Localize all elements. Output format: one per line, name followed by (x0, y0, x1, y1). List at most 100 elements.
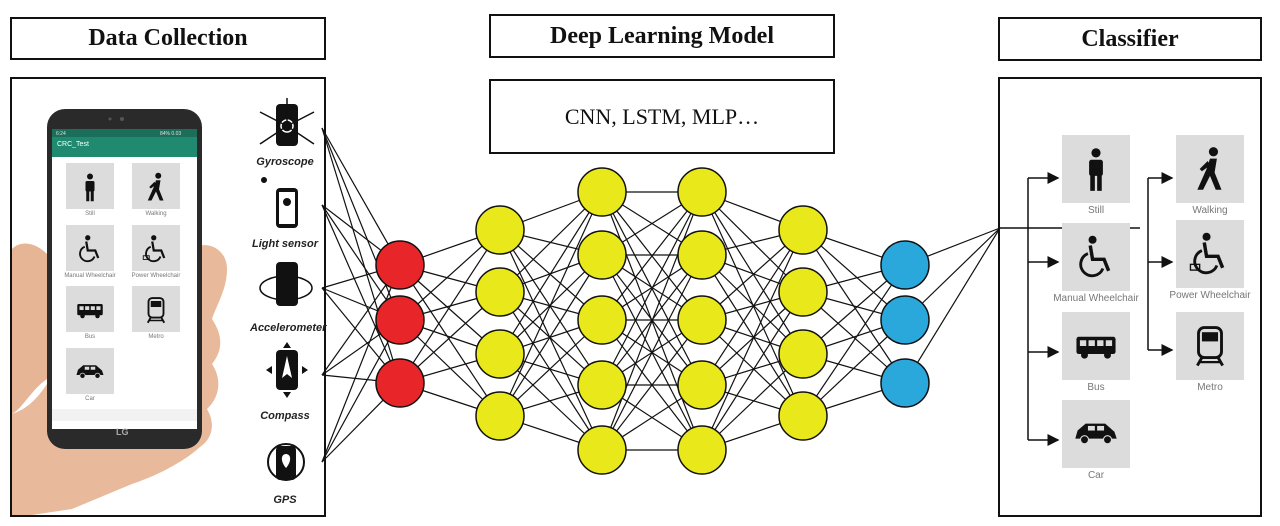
hidden-neuron (475, 205, 525, 255)
phone-mode-tile-bus[interactable] (66, 286, 114, 332)
class-tile-manual-wheelchair (1062, 223, 1130, 291)
hidden-neuron (577, 425, 627, 475)
input-neuron (375, 295, 425, 345)
hidden-neuron (475, 267, 525, 317)
phone-mode-tile-manual-wheelchair[interactable] (66, 225, 114, 271)
hidden-neuron (677, 295, 727, 345)
phone-mode-tile-metro[interactable] (132, 286, 180, 332)
phone-mode-tile-walking[interactable] (132, 163, 180, 209)
hidden-neuron (475, 329, 525, 379)
input-connection (321, 319, 401, 463)
hidden-neuron (577, 230, 627, 280)
phone-mode-label: Still (85, 211, 95, 217)
layer-connection (399, 264, 501, 417)
hidden-neuron (677, 360, 727, 410)
input-connection (321, 127, 401, 266)
layer-connection (499, 229, 603, 386)
class-label: Bus (1087, 382, 1105, 393)
layer-connection (701, 229, 804, 386)
output-neuron (880, 358, 930, 408)
layer-connection (499, 254, 603, 417)
light-sensor-icon (261, 177, 298, 228)
power-wheelchair-icon (142, 235, 166, 263)
sensor-label-compass: Compass (260, 410, 310, 422)
phone-mode-label: Bus (84, 334, 96, 340)
car-icon (76, 365, 104, 379)
layer-connection (499, 191, 603, 417)
class-tile-metro (1176, 312, 1244, 380)
layer-connection (601, 254, 703, 451)
hidden-neuron (577, 167, 627, 217)
connections (321, 127, 1001, 463)
gyroscope-icon (259, 98, 315, 146)
gps-icon (267, 443, 305, 481)
manual-wheelchair-icon (79, 235, 100, 263)
input-neuron (375, 358, 425, 408)
deep-learning-model-title: Deep Learning Model (489, 14, 835, 58)
layer-connection (499, 291, 603, 451)
layer-connection (701, 254, 804, 417)
layer-connection (701, 229, 804, 451)
hidden-neuron (677, 230, 727, 280)
class-label: Manual Wheelchair (1053, 293, 1139, 304)
phone-mode-tile-car[interactable] (66, 348, 114, 394)
phone-mode-label: Manual Wheelchair (64, 273, 116, 279)
layer-connection (601, 191, 703, 321)
sensor-label-gyroscope: Gyroscope (256, 156, 314, 168)
metro-icon (1196, 326, 1224, 367)
layer-connection (802, 264, 906, 417)
sensor-label-gps: GPS (273, 494, 297, 506)
hidden-neuron (778, 329, 828, 379)
app-title: CRC_Test (57, 141, 89, 148)
output-connection (904, 227, 1001, 384)
walking-icon (147, 172, 164, 201)
phone-illustration (12, 109, 227, 515)
walking-icon (1197, 147, 1222, 190)
class-label: Car (1087, 470, 1105, 481)
metro-icon (146, 297, 166, 324)
nav-bar (52, 409, 197, 421)
input-connection (321, 127, 401, 321)
accelerometer-icon (259, 262, 313, 306)
power-wheelchair-icon (1189, 232, 1225, 275)
phone-mode-tile-power-wheelchair[interactable] (132, 225, 180, 271)
hidden-neuron (577, 295, 627, 345)
layer-connection (499, 229, 603, 451)
class-tile-bus (1062, 312, 1130, 380)
input-connection (321, 264, 401, 463)
compass-icon (266, 342, 308, 398)
still-icon (85, 173, 95, 202)
class-label: Metro (1197, 382, 1223, 393)
hidden-neuron (475, 391, 525, 441)
hidden-neuron (778, 267, 828, 317)
hidden-neuron (677, 167, 727, 217)
bus-icon (77, 304, 103, 319)
hidden-neuron (577, 360, 627, 410)
hidden-neuron (778, 205, 828, 255)
class-label: Walking (1192, 205, 1228, 216)
phone-mode-label: Power Wheelchair (131, 273, 181, 279)
output-neuron (880, 240, 930, 290)
model-types-box: CNN, LSTM, MLP… (489, 79, 835, 154)
status-time: 6:24 (56, 131, 66, 137)
class-tile-still (1062, 135, 1130, 203)
data-collection-title: Data Collection (10, 17, 326, 60)
class-label: Still (1087, 205, 1105, 216)
phone-brand: LG (116, 427, 129, 437)
sensor-label-accelerometer: Accelerometer (250, 322, 327, 334)
input-connection (321, 204, 401, 384)
classifier-title: Classifier (998, 17, 1262, 61)
status-indicators: 84% 0.03 (160, 131, 182, 137)
layer-connection (399, 229, 501, 384)
app-bar (52, 137, 197, 157)
car-icon (1075, 423, 1117, 445)
layer-connection (601, 319, 703, 451)
layer-connection (601, 191, 703, 451)
class-tile-car (1062, 400, 1130, 468)
phone-mode-tile-still[interactable] (66, 163, 114, 209)
hidden-neuron (677, 425, 727, 475)
manual-wheelchair-icon (1079, 235, 1111, 278)
phone-mode-label: Walking (145, 211, 167, 217)
output-neuron (880, 295, 930, 345)
